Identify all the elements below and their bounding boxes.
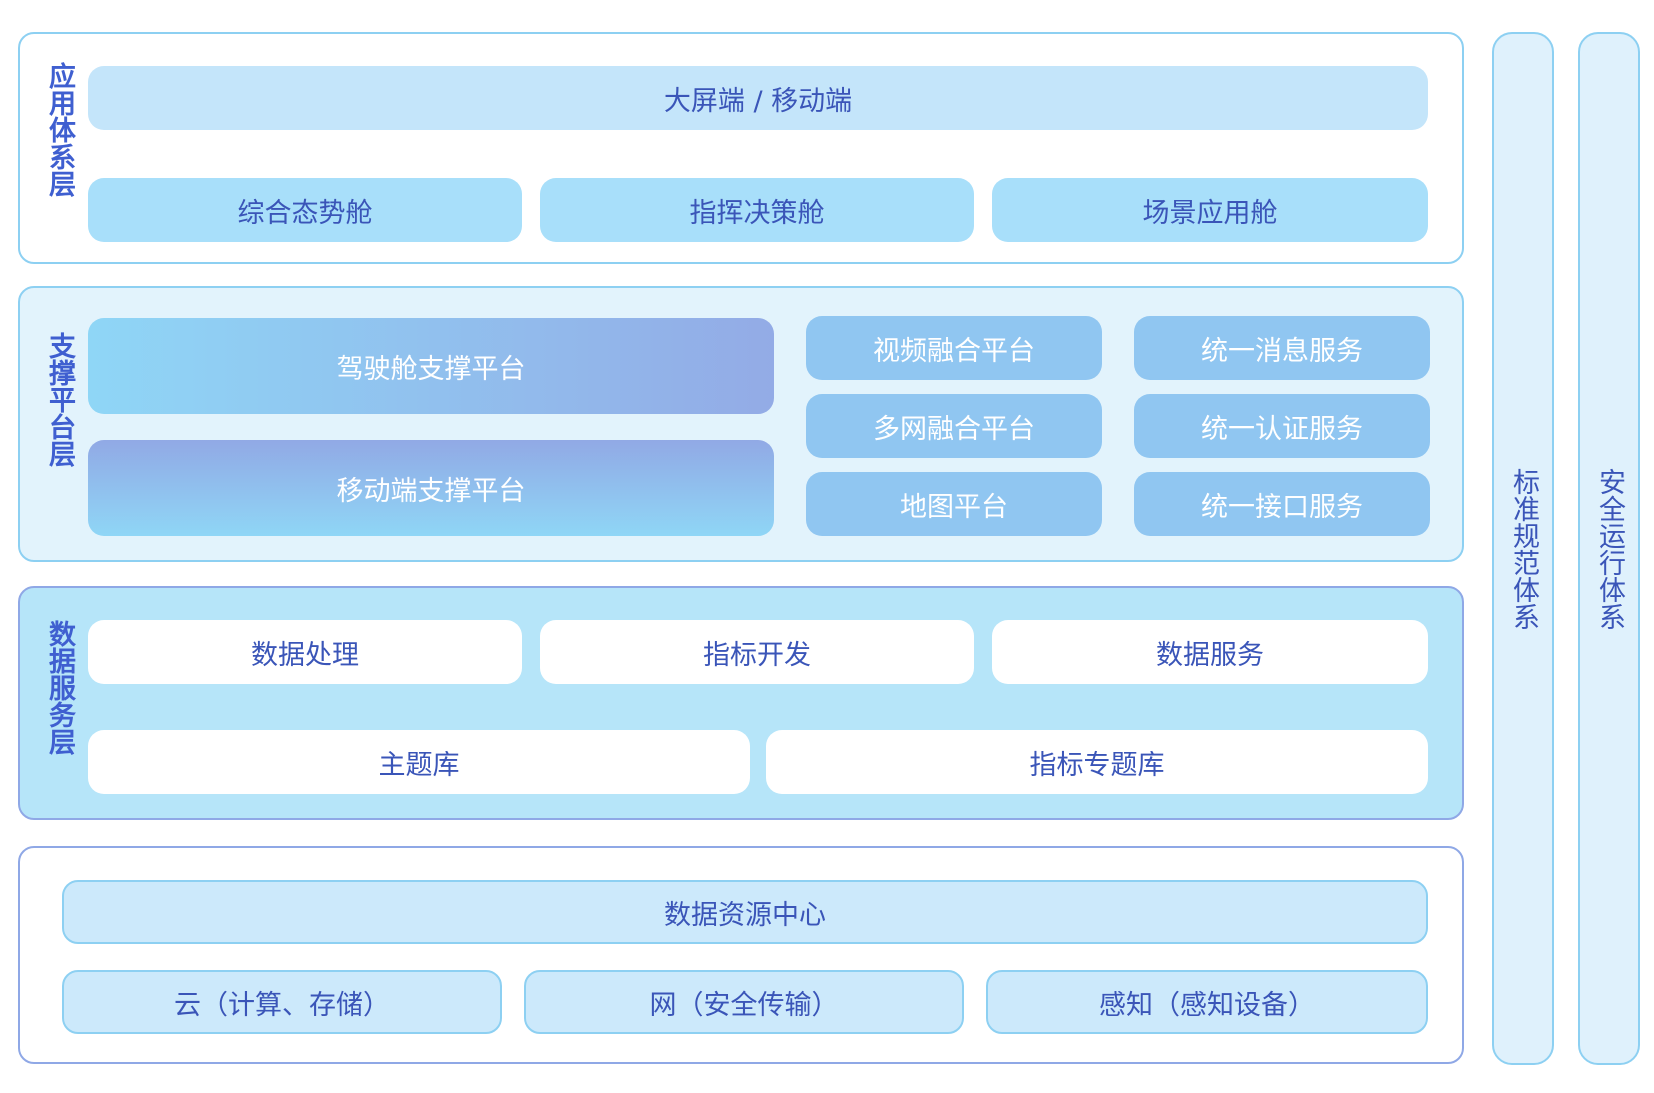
mobile-support-platform: 移动端支撑平台 [88, 440, 774, 536]
data-service-layer-label: 数据服务层 [44, 620, 75, 755]
topic-library: 主题库 [88, 730, 750, 794]
data-resource-center: 数据资源中心 [62, 880, 1428, 944]
indicator-development: 指标开发 [540, 620, 974, 684]
cockpit-support-platform: 驾驶舱支撑平台 [88, 318, 774, 414]
standards-system-label: 标准规范体系 [1508, 467, 1539, 630]
standards-system-column: 标准规范体系 [1492, 32, 1554, 1065]
cloud-compute-storage: 云（计算、存储） [62, 970, 502, 1034]
support-platform-layer-label: 支撑平台层 [44, 332, 75, 467]
indicator-topic-library: 指标专题库 [766, 730, 1428, 794]
video-fusion-platform: 视频融合平台 [806, 316, 1102, 380]
application-layer-label: 应用体系层 [44, 62, 75, 197]
unified-auth-service: 统一认证服务 [1134, 394, 1430, 458]
big-screen-mobile-bar: 大屏端 / 移动端 [88, 66, 1428, 130]
app-item-scene-application: 场景应用舱 [992, 178, 1428, 242]
data-processing: 数据处理 [88, 620, 522, 684]
support-platform-layer: 支撑平台层 驾驶舱支撑平台 移动端支撑平台 视频融合平台 统一消息服务 多网融合… [18, 286, 1464, 562]
multi-network-fusion-platform: 多网融合平台 [806, 394, 1102, 458]
app-item-command-decision: 指挥决策舱 [540, 178, 974, 242]
data-resource-layer: 数据资源中心 云（计算、存储） 网（安全传输） 感知（感知设备） [18, 846, 1464, 1064]
unified-interface-service: 统一接口服务 [1134, 472, 1430, 536]
security-operation-column: 安全运行体系 [1578, 32, 1640, 1065]
network-secure-transfer: 网（安全传输） [524, 970, 964, 1034]
security-operation-label: 安全运行体系 [1594, 467, 1625, 630]
app-item-comprehensive-situation: 综合态势舱 [88, 178, 522, 242]
application-layer: 应用体系层 大屏端 / 移动端 综合态势舱 指挥决策舱 场景应用舱 [18, 32, 1464, 264]
data-services: 数据服务 [992, 620, 1428, 684]
unified-message-service: 统一消息服务 [1134, 316, 1430, 380]
map-platform: 地图平台 [806, 472, 1102, 536]
data-service-layer: 数据服务层 数据处理 指标开发 数据服务 主题库 指标专题库 [18, 586, 1464, 820]
perception-devices: 感知（感知设备） [986, 970, 1428, 1034]
